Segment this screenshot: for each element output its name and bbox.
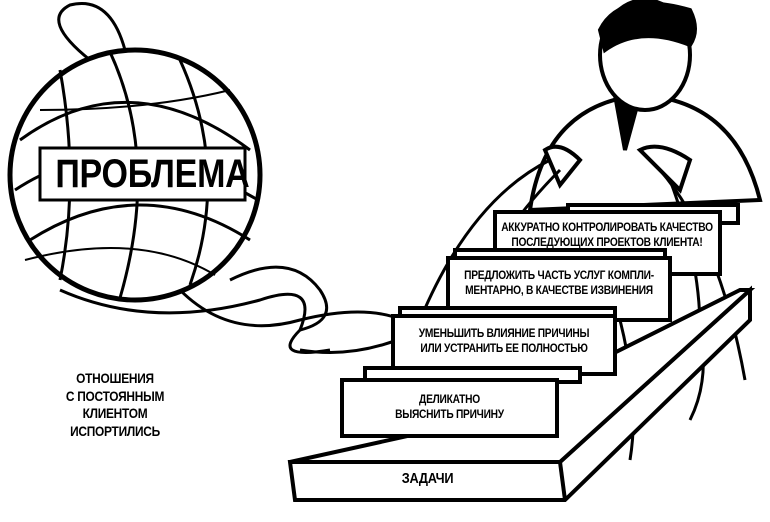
step-line: ПРЕДЛОЖИТЬ ЧАСТЬ УСЛУГ КОМПЛИ- [464, 268, 654, 282]
situation-line: С ПОСТОЯННЫМ [65, 387, 165, 404]
step-card-1: ДЕЛИКАТНО ВЫЯСНИТЬ ПРИЧИНУ [358, 392, 541, 422]
situation-text: ОТНОШЕНИЯ С ПОСТОЯННЫМ КЛИЕНТОМ ИСПОРТИЛ… [51, 370, 179, 440]
problem-label-plate [38, 146, 247, 202]
step-line: ВЫЯСНИТЬ ПРИЧИНУ [395, 407, 504, 421]
step-line: АККУРАТНО КОНТРОЛИРОВАТЬ КАЧЕСТВО [501, 220, 713, 234]
step-line: ПОСЛЕДУЮЩИХ ПРОЕКТОВ КЛИЕНТА! [511, 235, 703, 249]
step-line: МЕНТАРНО, В КАЧЕСТВЕ ИЗВИНЕНИЯ [465, 283, 653, 297]
step-cards [340, 203, 740, 438]
problem-label: ПРОБЛЕМА [55, 152, 250, 196]
step-line: УМЕНЬШИТЬ ВЛИЯНИЕ ПРИЧИНЫ [418, 326, 590, 340]
situation-line: ИСПОРТИЛИСЬ [70, 422, 160, 439]
step-line: ДЕЛИКАТНО [419, 392, 480, 406]
situation-line: КЛИЕНТОМ [82, 405, 148, 421]
step-card-4: АККУРАТНО КОНТРОЛИРОВАТЬ КАЧЕСТВО ПОСЛЕД… [501, 220, 714, 250]
step-card-2: УМЕНЬШИТЬ ВЛИЯНИЕ ПРИЧИНЫ ИЛИ УСТРАНИТЬ … [405, 326, 602, 356]
man-figure [527, 0, 763, 213]
situation-line: ОТНОШЕНИЯ [76, 370, 154, 386]
step-line: ИЛИ УСТРАНИТЬ ЕЕ ПОЛНОСТЬЮ [420, 341, 588, 355]
base-label: ЗАДАЧИ [401, 470, 454, 487]
step-card-3: ПРЕДЛОЖИТЬ ЧАСТЬ УСЛУГ КОМПЛИ- МЕНТАРНО,… [458, 268, 660, 298]
